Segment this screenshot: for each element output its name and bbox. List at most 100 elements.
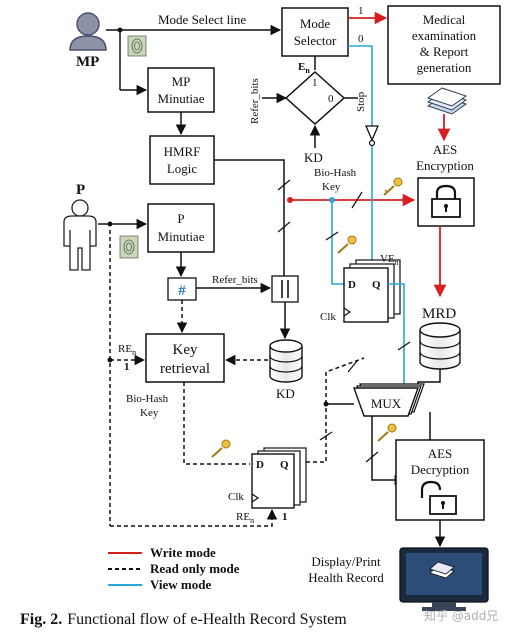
ve-label: VEn	[380, 253, 399, 267]
kd-top-label: KD	[304, 150, 323, 165]
bus-tick	[365, 451, 379, 463]
kd-database-icon	[269, 339, 303, 383]
ff2-d-label: D	[256, 459, 264, 471]
medical-label-4: generation	[417, 60, 472, 75]
ff1-q-label: Q	[372, 279, 381, 291]
refer-bits-mid-label: Refer_bits	[212, 274, 258, 286]
key-icon	[377, 423, 397, 442]
diamond-0-label: 0	[328, 93, 334, 105]
key-icon	[211, 439, 231, 458]
mode-select-line-label: Mode Select line	[158, 12, 246, 27]
view-mode-line-top	[348, 45, 373, 126]
lock-open-icon	[420, 480, 457, 515]
key-icon	[383, 177, 403, 196]
mp-minutiae-label-1: MP	[172, 74, 191, 89]
watermark: 知乎 @add兄	[424, 609, 498, 623]
mp-person-icon	[69, 12, 107, 51]
ff1-d-label: D	[348, 279, 356, 291]
stop-label: Stop	[355, 91, 367, 112]
bus-tick	[277, 179, 291, 191]
p-person-icon	[63, 199, 97, 271]
mode-selector-box	[281, 7, 349, 57]
mp-fingerprint-icon	[127, 35, 147, 57]
mp-label: MP	[76, 54, 99, 70]
bio-hash-key-left-label-2: Key	[140, 407, 159, 419]
mux-block	[353, 383, 425, 417]
ff2-clk-label: Clk	[228, 491, 244, 503]
legend: Write mode Read only mode View mode	[108, 545, 240, 592]
re-bottom-to-ff2	[110, 508, 278, 527]
read-dashed-to-mux	[325, 357, 365, 404]
ff2-q-label: Q	[280, 459, 289, 471]
medical-label-1: Medical	[423, 12, 466, 27]
display-label-2: Health Record	[308, 570, 384, 585]
hmrf-output-line	[214, 159, 285, 284]
key-retrieval-to-ff2	[183, 382, 250, 465]
bus-tick	[325, 231, 339, 241]
aes-enc-label-2: Encryption	[416, 158, 474, 173]
medical-exam-box	[387, 5, 501, 85]
figure-caption: Fig. 2.Functional flow of e-Health Recor…	[20, 611, 347, 628]
view-flip-flop	[343, 259, 401, 323]
comparator-box	[271, 275, 299, 303]
mrd-label: MRD	[422, 306, 456, 322]
tristate-buffer-icon	[365, 125, 379, 142]
p-minutiae-label-2: Minutiae	[158, 229, 205, 244]
p-fingerprint-icon	[119, 235, 139, 259]
kd-db-label: KD	[276, 386, 295, 401]
bus-tick	[397, 341, 411, 351]
mode-selector-label-2: Selector	[294, 33, 337, 48]
medical-label-2: examination	[412, 28, 477, 43]
monitor-icon	[399, 547, 489, 611]
view-line-to-ff	[331, 200, 346, 285]
legend-write-label: Write mode	[150, 545, 216, 560]
mode-selector-label-1: Mode	[300, 16, 331, 31]
junction-dot	[287, 197, 293, 203]
bus-tick	[347, 359, 359, 373]
mrd-database-icon	[419, 322, 461, 370]
records-stack-icon	[426, 87, 468, 115]
hmrf-logic-box	[149, 135, 215, 185]
enable-diamond	[284, 70, 346, 126]
mode-out-1-label: 1	[358, 5, 364, 17]
re-bottom-label: REn	[236, 511, 254, 525]
legend-read-label: Read only mode	[150, 561, 240, 576]
bio-hash-key-top-label-1: Bio-Hash	[314, 167, 357, 179]
hmrf-label-2: Logic	[167, 161, 198, 176]
aes-dec-label-1: AES	[428, 446, 453, 461]
lock-closed-icon	[431, 184, 461, 218]
refer-bits-top-label: Refer_bits	[249, 78, 261, 124]
read-flip-flop	[251, 447, 307, 509]
aes-dec-label-2: Decryption	[411, 462, 470, 477]
mp-minutiae-box	[147, 67, 215, 113]
key-retrieval-box	[145, 333, 225, 383]
mux-to-aes-dec	[371, 416, 406, 486]
ff1-view-out-line	[388, 283, 405, 388]
mp-minutiae-label-2: Minutiae	[158, 91, 205, 106]
buffer-bubble	[368, 139, 376, 147]
bio-hash-key-top-label-2: Key	[322, 181, 341, 193]
re-bottom-one-label: 1	[282, 511, 288, 523]
p-label: P	[76, 182, 85, 198]
medical-label-3: & Report	[420, 44, 469, 59]
key-retrieval-label-2: retrieval	[160, 361, 210, 377]
mux-label: MUX	[371, 396, 402, 411]
hmrf-label-1: HMRF	[164, 144, 201, 159]
diamond-1-label: 1	[312, 77, 318, 89]
mode-out-0-label: 0	[358, 33, 364, 45]
bus-tick	[277, 221, 291, 233]
key-icon	[337, 235, 357, 254]
mode-select-line	[106, 24, 282, 96]
bus-tick	[351, 191, 363, 209]
bus-tick	[319, 431, 333, 441]
re-top-label: REn	[118, 343, 136, 357]
p-minutiae-box	[147, 203, 215, 253]
ff1-clk-label: Clk	[320, 311, 336, 323]
p-minutiae-label-1: P	[177, 211, 184, 226]
hash-symbol: #	[178, 283, 186, 299]
en-label: En	[298, 61, 310, 75]
display-label-1: Display/Print	[311, 554, 381, 569]
aes-enc-label-1: AES	[433, 142, 458, 157]
bio-hash-key-left-label-1: Bio-Hash	[126, 393, 169, 405]
